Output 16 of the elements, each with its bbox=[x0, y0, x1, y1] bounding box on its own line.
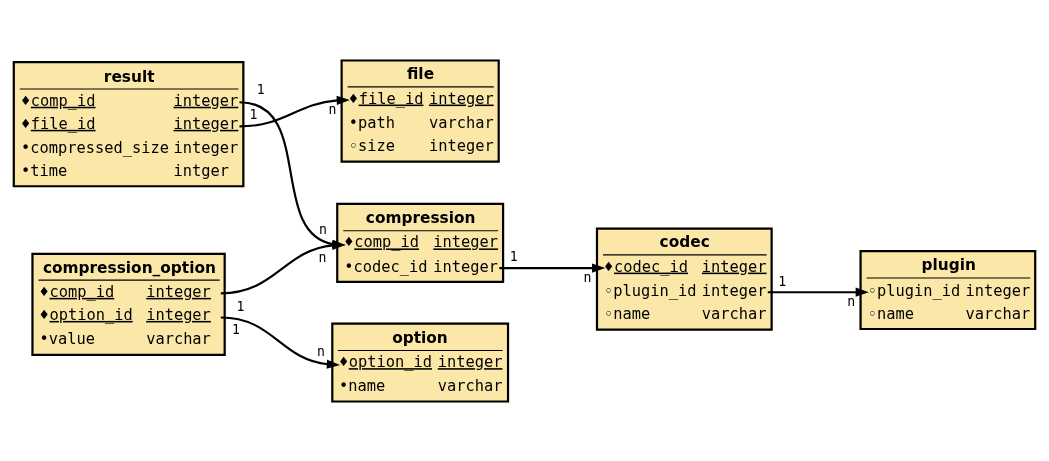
label: 1 bbox=[232, 321, 241, 337]
label: n bbox=[583, 269, 592, 285]
arrow bbox=[239, 95, 350, 127]
label: n bbox=[319, 221, 327, 237]
label: n bbox=[317, 343, 326, 359]
label: n bbox=[328, 101, 337, 117]
arrow bbox=[767, 287, 869, 297]
arrow bbox=[220, 315, 340, 369]
label: 1 bbox=[236, 298, 245, 314]
label: 1 bbox=[256, 81, 265, 97]
label: 1 bbox=[778, 273, 787, 289]
label: n bbox=[847, 293, 856, 309]
arrow bbox=[499, 262, 606, 273]
label: 1 bbox=[249, 106, 258, 122]
label: n bbox=[318, 249, 327, 265]
label: 1 bbox=[509, 248, 518, 264]
